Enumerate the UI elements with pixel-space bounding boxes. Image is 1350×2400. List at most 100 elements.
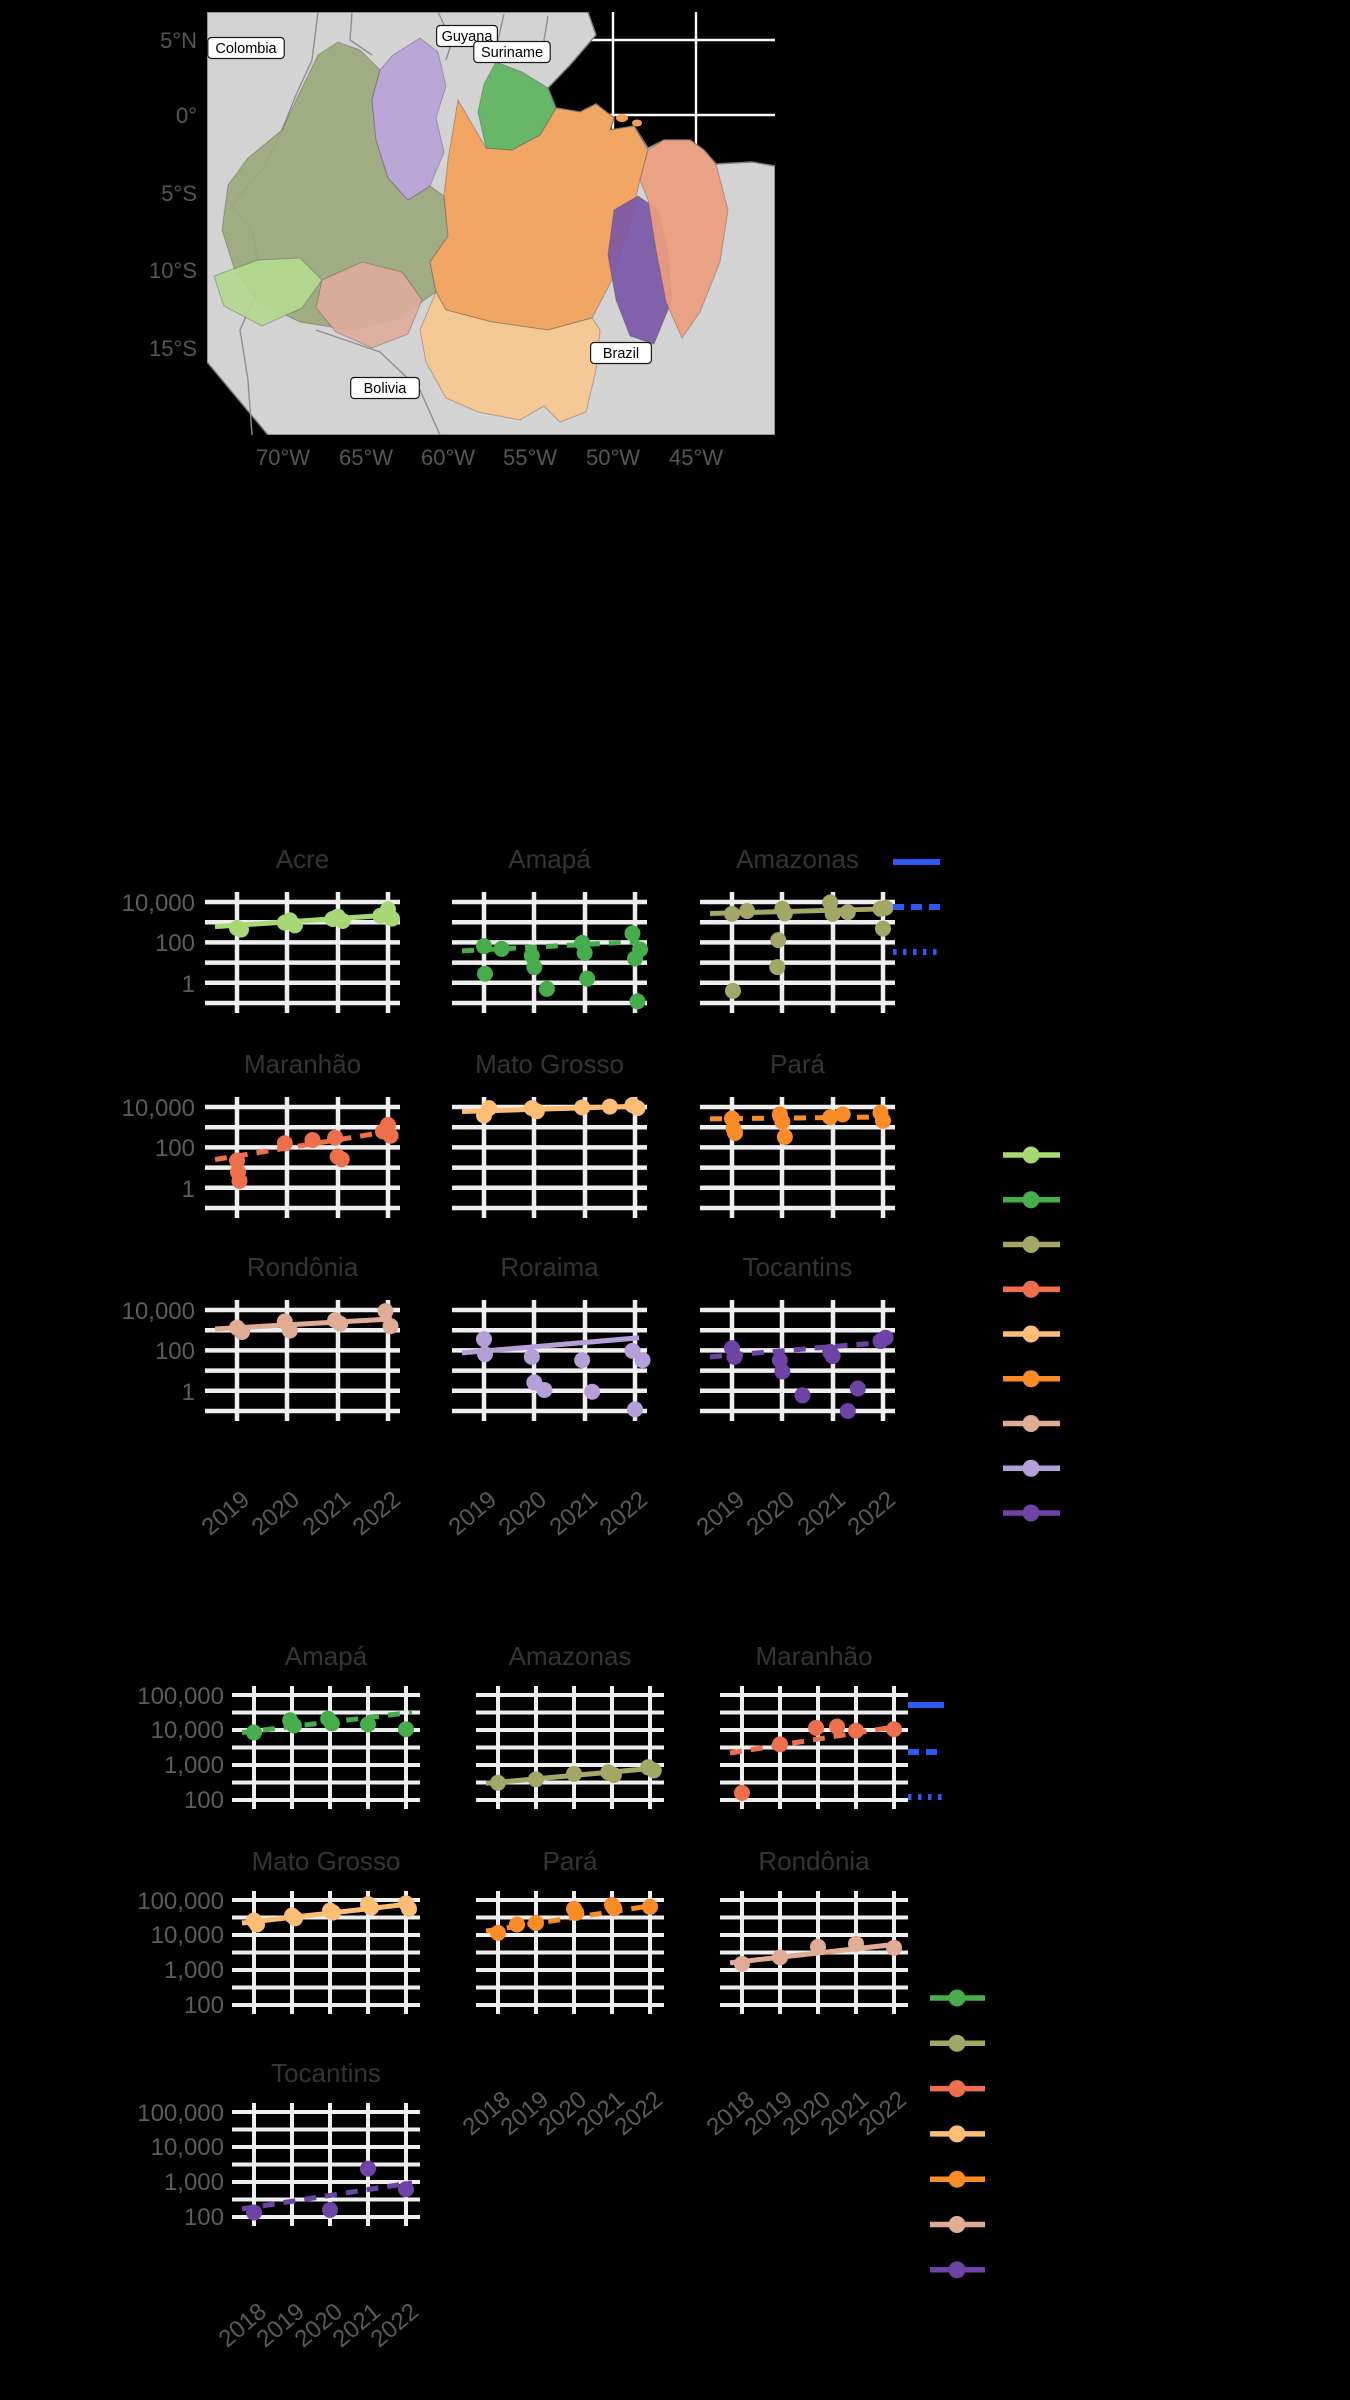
y-tick-label: 10,000 <box>122 1298 195 1325</box>
data-point <box>769 959 786 976</box>
facet-title: Rondônia <box>247 1252 359 1282</box>
y-tick-label: 10,000 <box>151 1717 224 1744</box>
data-point <box>325 1904 342 1921</box>
y-tick-label: 100 <box>155 930 195 957</box>
x-tick-label: 2022 <box>595 1486 653 1541</box>
data-point <box>477 1346 494 1363</box>
state-legend-key <box>930 2080 985 2098</box>
data-point <box>246 1724 262 1741</box>
x-tick-label: 2021 <box>793 1486 851 1541</box>
data-point <box>476 1331 492 1348</box>
x-tick-label: 2022 <box>843 1486 901 1541</box>
data-point <box>770 932 787 949</box>
data-point <box>490 1774 506 1791</box>
facet-title: Tocantins <box>271 2058 381 2088</box>
panel-c-facet-1: Amapá <box>232 1641 420 1809</box>
data-point <box>727 1124 744 1141</box>
state-legend-key <box>930 2125 985 2143</box>
data-point <box>234 1323 251 1340</box>
data-point <box>877 899 894 916</box>
data-point <box>576 944 593 961</box>
state-legend-key <box>930 2261 985 2279</box>
map-lon-tick: 50°W <box>586 445 640 470</box>
panel-b-facet-9: Tocantins <box>700 1252 895 1421</box>
x-tick-label: 2019 <box>444 1486 502 1541</box>
data-point <box>382 1318 399 1335</box>
y-tick-label: 1 <box>182 971 195 998</box>
panel-b-facet-3: Amazonas <box>700 844 895 1013</box>
map-lon-tick: 55°W <box>503 445 557 470</box>
data-point <box>246 2204 262 2221</box>
country-border <box>315 329 441 435</box>
data-point <box>642 1898 658 1915</box>
map-label-box <box>473 40 551 64</box>
facet-title: Amapá <box>508 844 591 874</box>
data-point <box>323 1715 340 1732</box>
legend-dot <box>948 2125 966 2143</box>
x-tick-label: 2019 <box>692 1486 750 1541</box>
data-point <box>584 1383 601 1400</box>
map-lat-tick: 0° <box>176 103 197 128</box>
y-tick-label: 100,000 <box>137 2100 224 2127</box>
state-legend-key <box>930 2034 985 2052</box>
y-tick-label: 100 <box>155 1338 195 1365</box>
facet-title: Acre <box>276 844 329 874</box>
map-label-text: Suriname <box>481 45 543 61</box>
data-point <box>363 1899 380 1916</box>
data-point <box>877 1329 894 1346</box>
data-point <box>645 1762 662 1779</box>
data-point <box>322 2201 338 2218</box>
panel-b-facet-8: Roraima <box>452 1252 651 1421</box>
data-point <box>629 993 646 1010</box>
data-point <box>875 1112 891 1129</box>
data-point <box>568 1904 585 1921</box>
map-state-amapa <box>477 61 557 151</box>
data-point <box>605 1766 622 1783</box>
panel-c-facet-3: Maranhão <box>720 1641 908 1809</box>
x-tick-label: 2020 <box>742 1486 800 1541</box>
data-point <box>286 917 303 934</box>
data-point <box>886 1939 902 1956</box>
trend-line <box>241 2180 413 2212</box>
trend-line <box>461 939 640 954</box>
map-label-text: Brazil <box>603 346 639 362</box>
x-tick-label: 2022 <box>348 1486 406 1541</box>
state-legend-key <box>930 1989 985 2007</box>
legend-dot <box>1022 1459 1040 1477</box>
data-point <box>875 920 891 937</box>
data-point <box>398 2181 414 2198</box>
data-point <box>810 1938 826 1955</box>
legend-dot <box>1022 1191 1040 1209</box>
state-legend-key <box>1003 1504 1060 1522</box>
facet-title: Tocantins <box>743 1252 853 1282</box>
data-point <box>476 938 492 955</box>
panel-b-facet-4: Maranhão <box>205 1049 400 1218</box>
map-state-maranhao <box>639 139 729 340</box>
legend-dot <box>948 2216 966 2233</box>
legend-dot <box>948 1989 966 2007</box>
data-point <box>725 982 742 999</box>
data-point <box>839 904 856 921</box>
legend-dot <box>1022 1504 1040 1522</box>
data-point <box>528 1915 544 1932</box>
legend-dot <box>1022 1146 1040 1164</box>
data-point <box>526 959 543 976</box>
data-point <box>624 925 641 942</box>
data-point <box>384 910 401 927</box>
map-label-suriname: Suriname <box>473 40 551 64</box>
data-point <box>886 1721 902 1738</box>
country-border <box>349 12 373 56</box>
map-state-rondonia <box>315 261 423 349</box>
y-tick-label: 100,000 <box>137 1683 224 1710</box>
data-point <box>634 1352 651 1369</box>
data-point <box>382 1127 399 1144</box>
data-point <box>776 905 793 922</box>
data-point <box>281 1322 298 1339</box>
data-point <box>327 1129 344 1146</box>
data-point <box>538 980 555 997</box>
data-point <box>774 1363 791 1380</box>
map-island <box>632 119 642 127</box>
data-point <box>772 1736 788 1753</box>
